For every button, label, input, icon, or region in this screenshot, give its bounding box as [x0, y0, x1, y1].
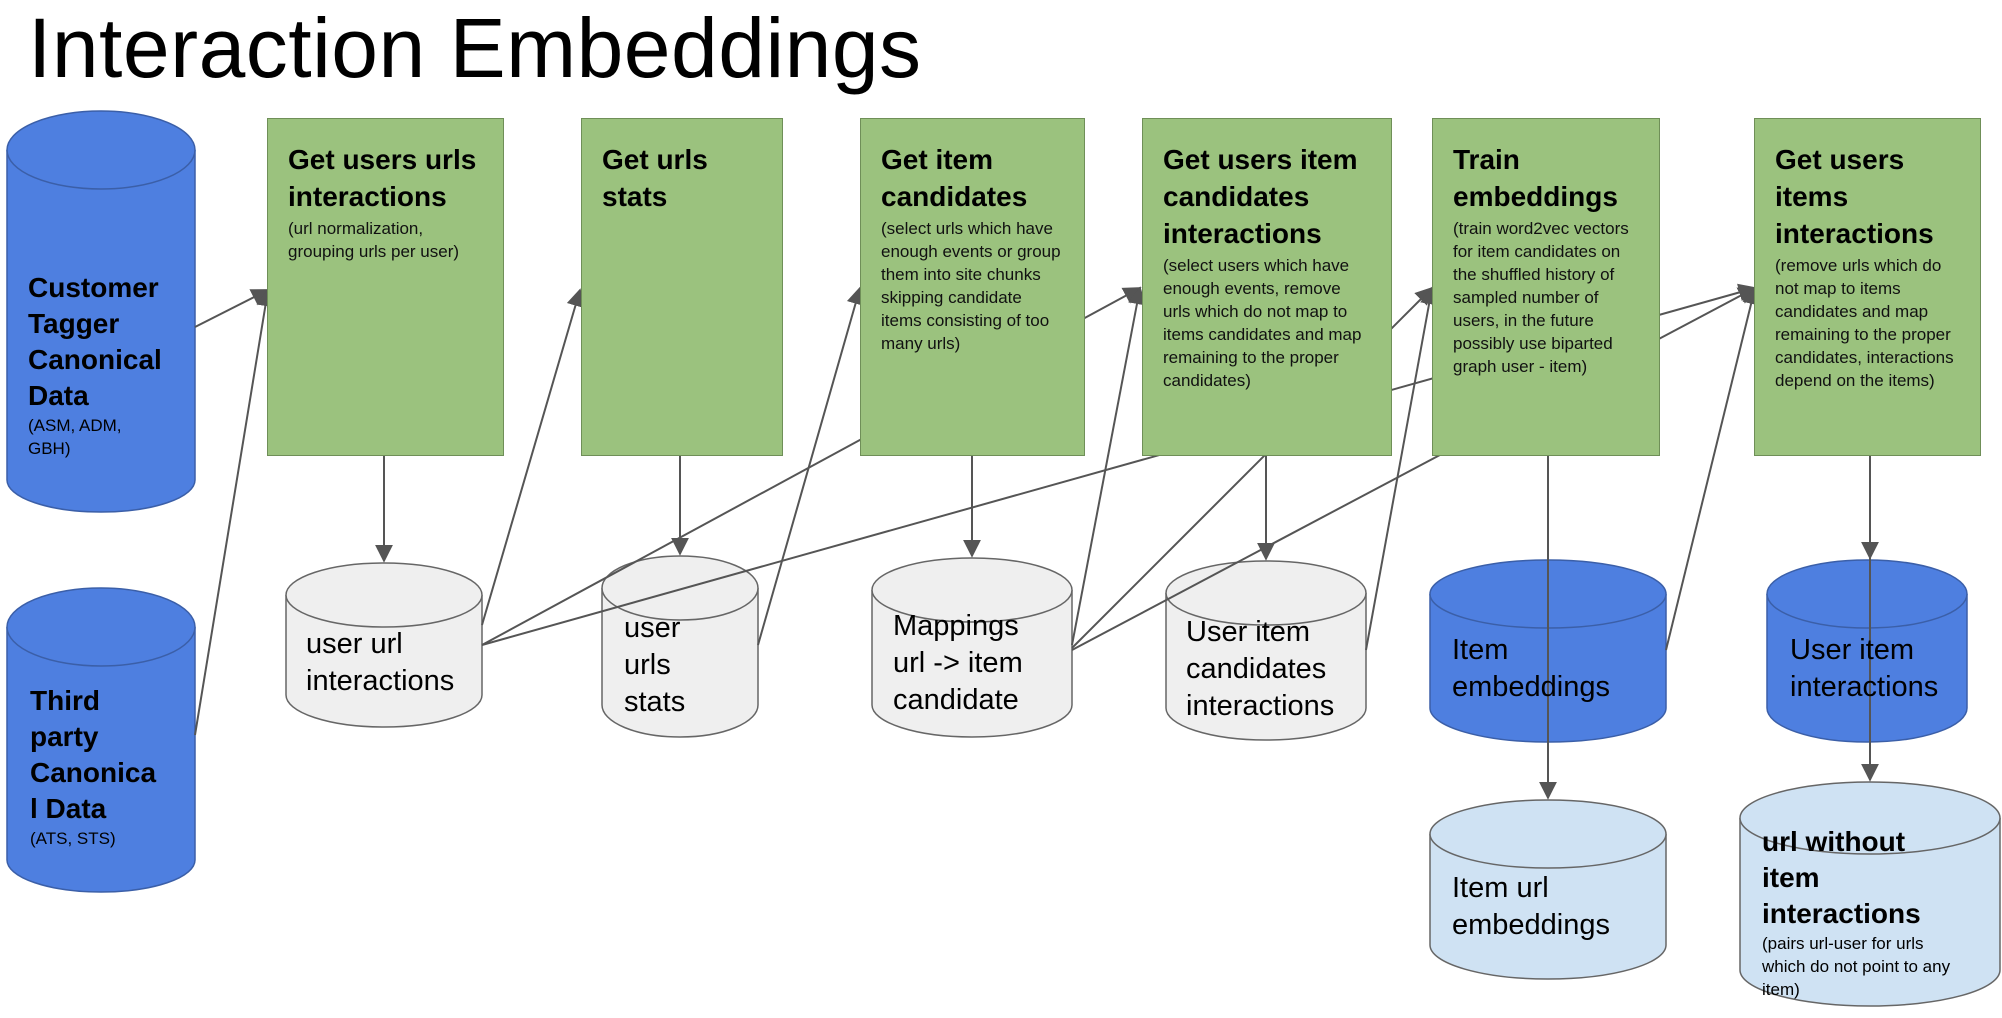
datastore-mappings-label: Mappings url -> item candidate: [893, 610, 1023, 716]
process-title: Train embeddings: [1453, 144, 1618, 212]
datastore-item-embeddings-label: Item embeddings: [1452, 634, 1610, 703]
process-get-users-item-candidates-interactions: Get users item candidates interactions (…: [1142, 118, 1392, 456]
process-title: Get item candidates: [881, 144, 1028, 212]
datastore-user-item-candidates-cylinder: [1165, 560, 1367, 741]
arrow-d5-to-p6: [1665, 286, 1760, 651]
process-description: (train word2vec vectors for item candida…: [1453, 219, 1629, 376]
datastore-user-urls-stats-label: user urls stats: [624, 612, 686, 718]
arrow-d4-to-p5: [1365, 286, 1438, 651]
process-title: Get urls stats: [602, 144, 708, 212]
datastore-mappings-cylinder: [871, 557, 1073, 738]
process-description: (remove urls which do not map to items c…: [1775, 256, 1954, 390]
process-get-urls-stats: Get urls stats: [581, 118, 783, 456]
process-get-item-candidates: Get item candidates (select urls which h…: [860, 118, 1085, 456]
datastore-item-url-embeddings-cylinder: [1429, 799, 1667, 980]
process-get-users-urls-interactions: Get users urls interactions (url normali…: [267, 118, 504, 456]
source-third-party-label: Third party Canonica l Data (ATS, STS): [30, 685, 157, 848]
process-train-embeddings: Train embeddings (train word2vec vectors…: [1432, 118, 1660, 456]
process-get-users-items-interactions: Get users items interactions (remove url…: [1754, 118, 1981, 456]
process-description: (select urls which have enough events or…: [881, 219, 1061, 353]
arrow-customer-to-p1: [194, 289, 270, 328]
datastore-url-without-item-cylinder: [1739, 781, 2001, 1007]
process-description: (select users which have enough events, …: [1163, 256, 1362, 390]
datastore-user-url-interactions-label: user url interactions: [306, 628, 455, 697]
process-description: (url normalization, grouping urls per us…: [288, 219, 460, 261]
datastore-user-item-candidates-label: User item candidates interactions: [1186, 616, 1335, 722]
process-title: Get users item candidates interactions: [1163, 144, 1358, 249]
arrow-d1-to-p2: [481, 288, 585, 626]
datastore-user-urls-stats-cylinder: [601, 555, 759, 738]
source-customer-label: Customer Tagger Canonical Data (ASM, ADM…: [28, 272, 162, 458]
process-title: Get users urls interactions: [288, 144, 477, 212]
process-title: Get users items interactions: [1775, 144, 1934, 249]
datastore-user-url-interactions-cylinder: [285, 562, 483, 728]
arrow-thirdparty-to-p1: [194, 288, 275, 736]
page-title: Interaction Embeddings: [28, 1, 922, 95]
datastore-user-item-interactions-label: User item interactions: [1790, 634, 1939, 703]
source-third-party-cylinder: [6, 587, 196, 893]
source-customer-cylinder: [6, 110, 196, 513]
arrow-d3-to-p4: [1071, 286, 1146, 646]
datastore-item-url-embeddings-label: Item url embeddings: [1452, 872, 1610, 941]
datastore-url-without-item-label: url without item interactions (pairs url…: [1762, 826, 1951, 999]
datastore-user-item-interactions-cylinder: [1766, 559, 1968, 743]
